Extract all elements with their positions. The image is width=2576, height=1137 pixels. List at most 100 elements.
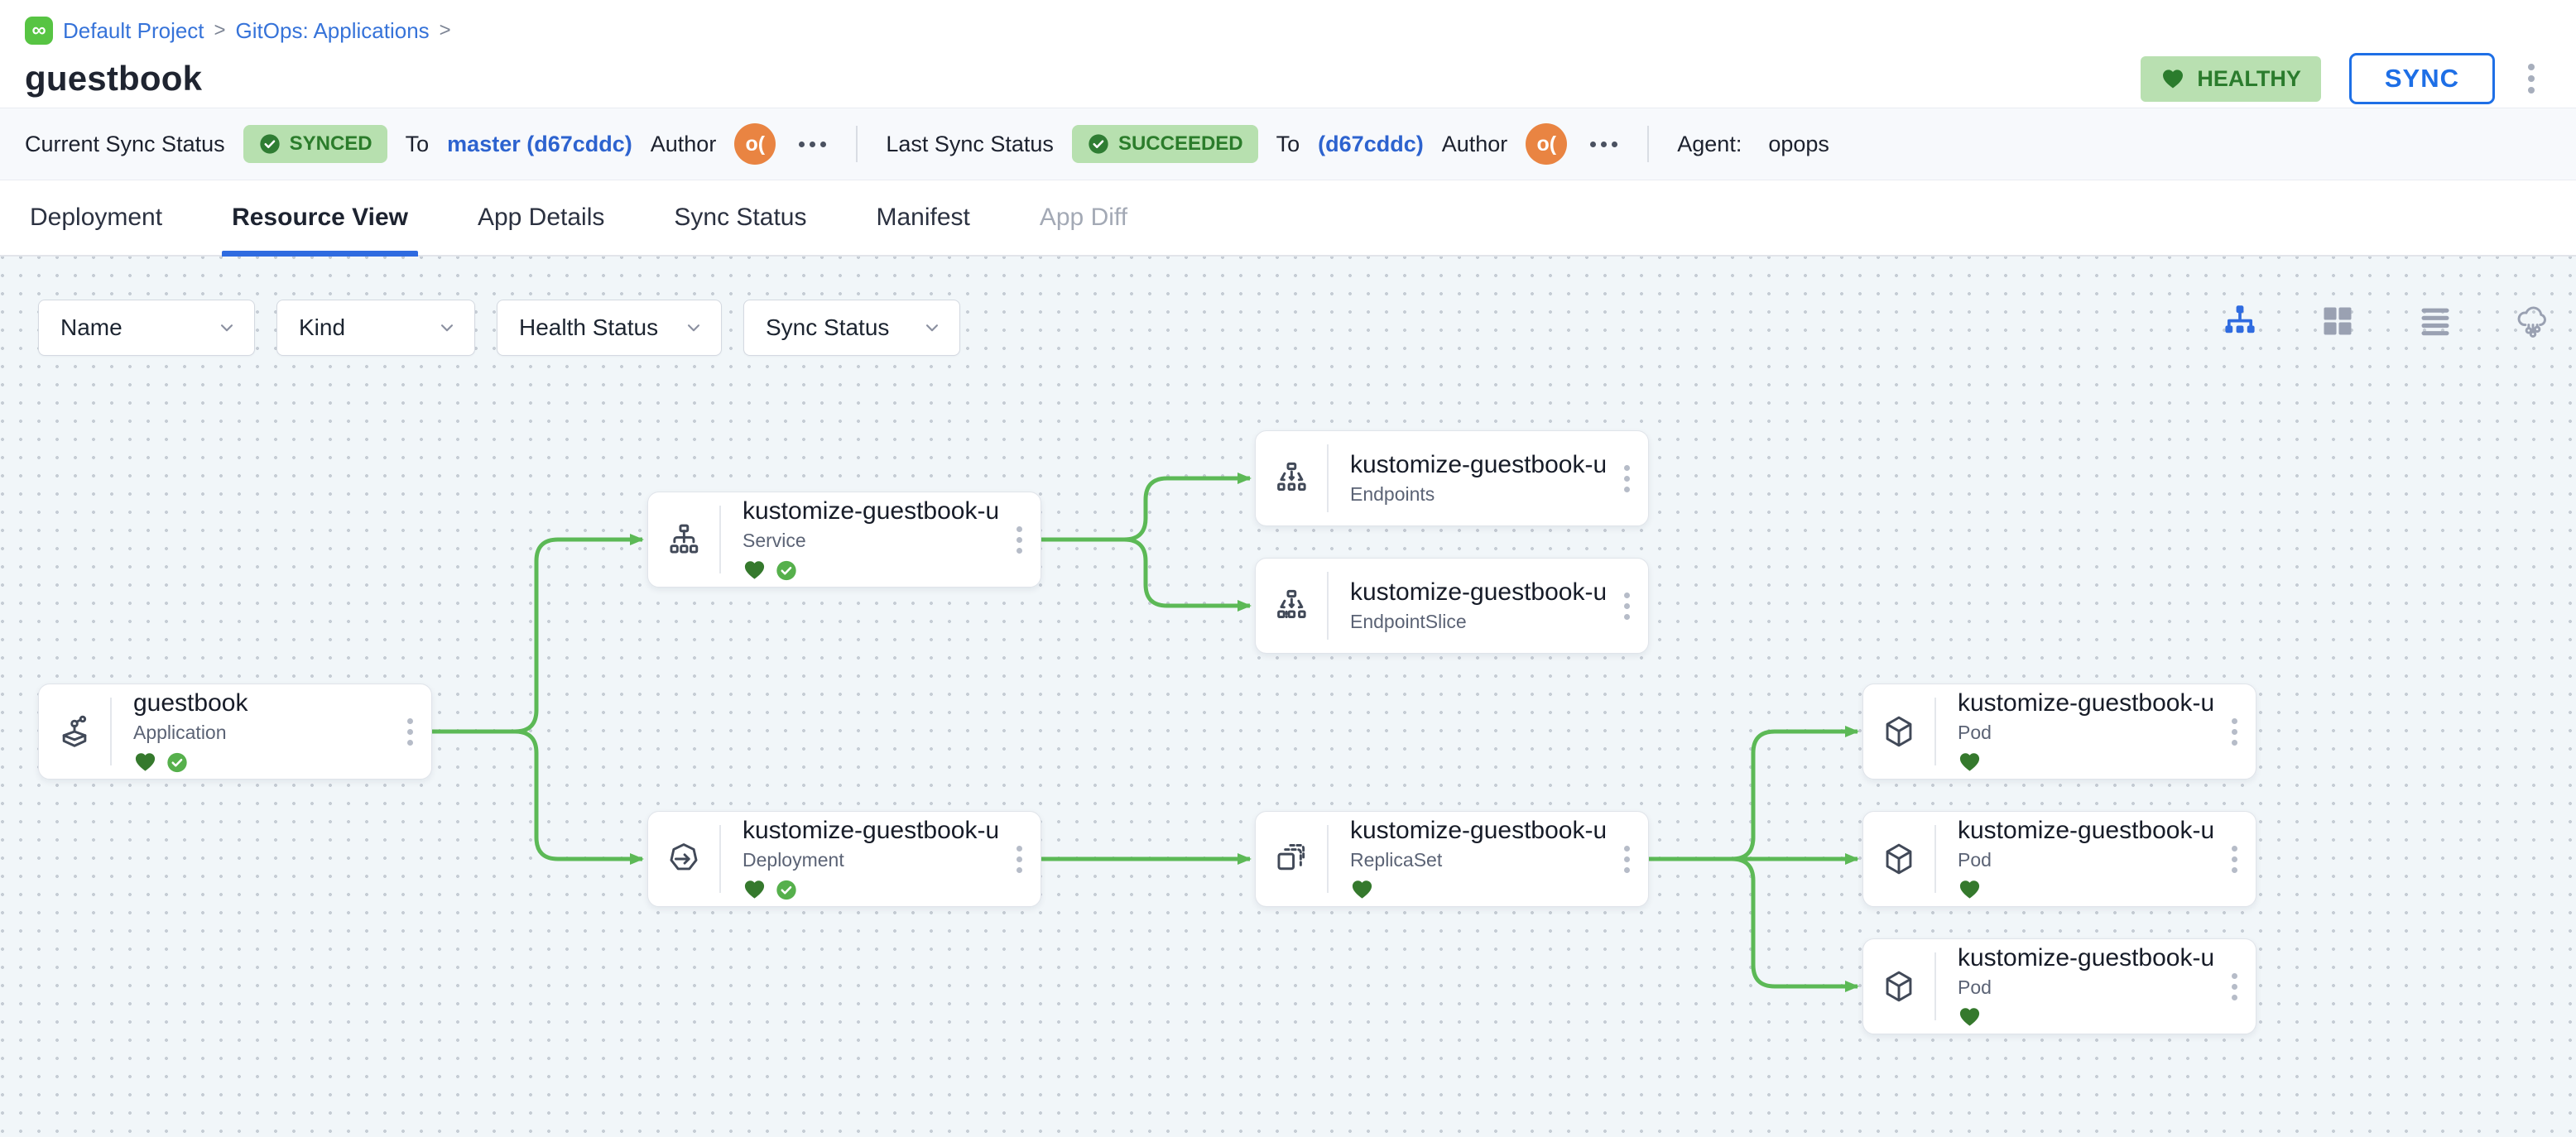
synced-badge: SYNCED [243, 125, 387, 163]
heart-icon [2163, 70, 2184, 89]
node-kind: EndpointSlice [1350, 611, 1467, 632]
node-menu-button[interactable] [1605, 431, 1648, 525]
tab-sync-status[interactable]: Sync Status [674, 204, 807, 231]
node-kind: Deployment [743, 849, 844, 871]
filter-name[interactable]: Name [38, 300, 255, 356]
node-menu-button[interactable] [2213, 939, 2256, 1034]
grid-view-icon[interactable] [2319, 303, 2356, 339]
node-menu-button[interactable] [388, 684, 431, 779]
heart-icon [1958, 750, 1982, 774]
filter-label: Name [60, 314, 123, 340]
breadcrumb: ∞ Default Project > GitOps: Applications… [25, 17, 2540, 45]
list-view-icon[interactable] [2417, 303, 2453, 339]
check-circle-icon [1089, 134, 1108, 154]
heart-icon [1958, 877, 1982, 901]
deployment-icon [648, 812, 719, 906]
resource-node-endpointslice[interactable]: kustomize-guestbook-ui-...EndpointSlice [1255, 558, 1649, 654]
succeeded-badge-label: SUCCEEDED [1117, 132, 1243, 155]
filter-label: Health Status [519, 314, 659, 340]
node-title: kustomize-guestbook-ui-... [1958, 817, 2213, 844]
resource-node-pod[interactable]: kustomize-guestbook-ui-...Pod [1862, 684, 2256, 780]
node-menu-button[interactable] [2213, 812, 2256, 906]
node-kind: Pod [1958, 976, 1992, 998]
service-icon [648, 492, 719, 587]
heart-icon [1958, 1005, 1982, 1029]
health-badge-label: HEALTHY [2197, 65, 2301, 91]
divider [110, 698, 112, 765]
node-menu-button[interactable] [1605, 812, 1648, 906]
filter-kind[interactable]: Kind [276, 300, 475, 356]
node-kind: ReplicaSet [1350, 849, 1443, 871]
edge-svc-eps [1041, 537, 1252, 612]
app-tabs: Deployment Resource View App Details Sync S… [0, 180, 2576, 257]
filter-health-status[interactable]: Health Status [497, 300, 722, 356]
cloud-view-icon[interactable] [2515, 303, 2551, 339]
breadcrumb-link-gitops-apps[interactable]: GitOps: Applications [235, 17, 430, 43]
succeeded-badge: SUCCEEDED [1071, 125, 1258, 163]
resource-node-replicaset[interactable]: kustomize-guestbook-ui-... ReplicaSet [1255, 811, 1649, 907]
last-sync-commit-link[interactable]: (d67cddc) [1318, 131, 1424, 156]
header-kebab-menu[interactable] [2523, 59, 2540, 98]
filter-label: Sync Status [766, 314, 890, 340]
divider [1934, 825, 1936, 893]
edge-app-dep [432, 729, 644, 865]
tab-app-details[interactable]: App Details [477, 204, 605, 231]
tree-view-icon[interactable] [2222, 303, 2258, 339]
heart-icon [1350, 877, 1374, 901]
check-circle-icon [775, 878, 798, 901]
sync-button[interactable]: SYNC [2348, 53, 2495, 104]
tab-manifest[interactable]: Manifest [876, 204, 970, 231]
chevron-down-icon [683, 317, 704, 338]
page-title: guestbook [25, 59, 203, 98]
commit-details-ellipsis[interactable] [1588, 135, 1619, 154]
application-icon [39, 684, 110, 779]
health-status-badge: HEALTHY [2141, 55, 2321, 102]
breadcrumb-separator: > [214, 19, 226, 41]
tab-app-diff: App Diff [1039, 204, 1128, 231]
divider [1327, 444, 1329, 512]
author-avatar: o( [1526, 123, 1568, 165]
node-menu-button[interactable] [997, 812, 1040, 906]
breadcrumb-separator: > [439, 19, 451, 41]
replicaset-icon [1256, 812, 1327, 906]
heart-icon [743, 558, 767, 582]
gitops-icon: ∞ [25, 17, 53, 45]
check-circle-icon [259, 134, 280, 154]
node-title: kustomize-guestbook-ui-... [1958, 689, 2213, 717]
filter-label: Kind [299, 314, 346, 340]
divider [1327, 572, 1329, 640]
author-label: Author [1441, 131, 1508, 156]
divider [719, 506, 721, 573]
node-kind: Endpoints [1350, 483, 1435, 505]
tab-deployment[interactable]: Deployment [30, 204, 163, 231]
resource-tree-canvas: Name Kind Health Status Sync Status guestbo… [0, 257, 2576, 1137]
current-sync-commit-link[interactable]: master (d67cddc) [447, 131, 632, 156]
divider [719, 825, 721, 893]
to-label: To [405, 131, 430, 156]
to-label: To [1276, 131, 1300, 156]
resource-node-pod[interactable]: kustomize-guestbook-ui-...Pod [1862, 811, 2256, 907]
edge-rs-pod3 [1649, 856, 1859, 992]
commit-details-ellipsis[interactable] [797, 135, 828, 154]
divider [856, 126, 858, 162]
divider [1934, 952, 1936, 1020]
breadcrumb-link-project[interactable]: Default Project [63, 17, 204, 43]
tab-resource-view[interactable]: Resource View [222, 180, 418, 257]
resource-node-pod[interactable]: kustomize-guestbook-ui-...Pod [1862, 938, 2256, 1034]
chevron-down-icon [216, 317, 238, 338]
node-menu-button[interactable] [997, 492, 1040, 587]
author-label: Author [650, 131, 717, 156]
node-title: kustomize-guestbook-ui [1350, 451, 1605, 478]
last-sync-status-label: Last Sync Status [886, 131, 1054, 156]
edge-app-svc [432, 534, 644, 734]
node-menu-button[interactable] [1605, 559, 1648, 653]
node-title: kustomize-guestbook-ui-... [1350, 817, 1605, 844]
filter-sync-status[interactable]: Sync Status [743, 300, 960, 356]
divider [1647, 126, 1650, 162]
edge-svc-ep [1041, 473, 1252, 542]
node-menu-button[interactable] [2213, 684, 2256, 779]
